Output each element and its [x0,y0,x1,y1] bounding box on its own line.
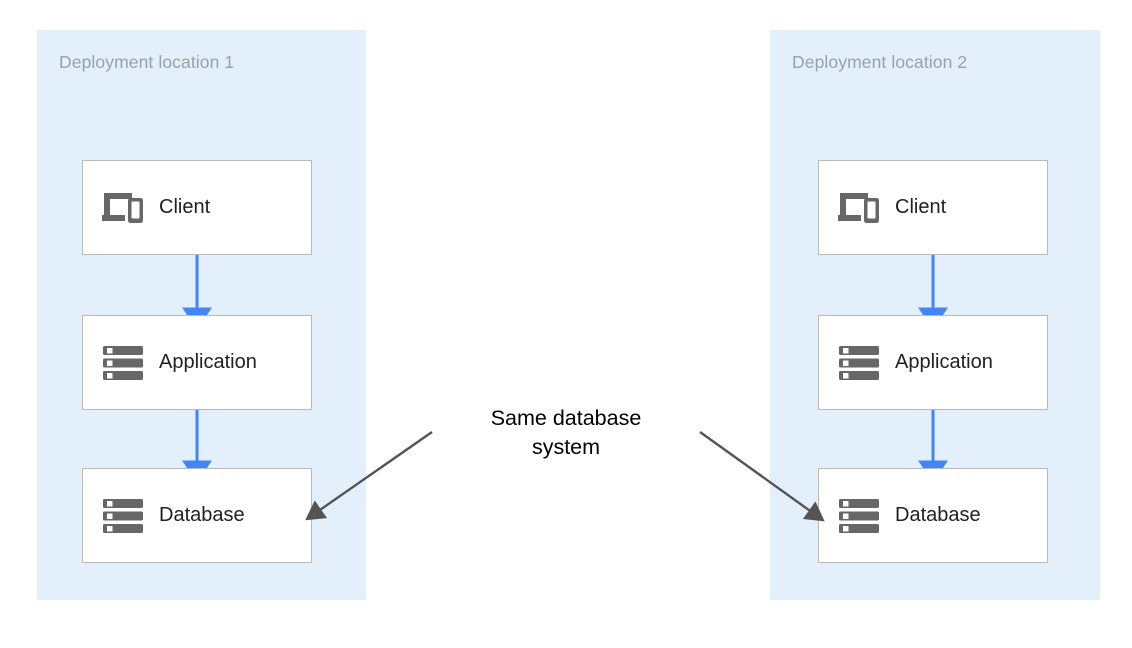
panel-2-node-application-label: Application [895,351,993,373]
panel-2-node-database[interactable]: Database [818,468,1048,563]
annotation-line-2: system [531,435,601,459]
panel-2-node-database-label: Database [895,504,981,526]
devices-icon [837,186,881,230]
deployment-location-2-panel: Deployment location 2 Client [770,30,1100,600]
panel-1-node-application-label: Application [159,351,257,373]
annotation-line-1: Same database [490,406,642,430]
panel-1-node-application[interactable]: Application [82,315,312,410]
panel-2-node-client[interactable]: Client [818,160,1048,255]
storage-icon [837,494,881,538]
same-database-system-annotation: Same database system [440,404,692,462]
deployment-location-1-panel: Deployment location 1 Client [37,30,366,600]
panel-1-node-client[interactable]: Client [82,160,312,255]
panel-1-node-client-label: Client [159,196,211,218]
panel-1-node-database-label: Database [159,504,245,526]
storage-icon [101,494,145,538]
panel-2-node-application[interactable]: Application [818,315,1048,410]
panel-1-title: Deployment location 1 [59,52,235,72]
panel-2-node-client-label: Client [895,196,947,218]
storage-icon [101,341,145,385]
panel-1-node-database[interactable]: Database [82,468,312,563]
storage-icon [837,341,881,385]
devices-icon [101,186,145,230]
panel-2-title: Deployment location 2 [792,52,968,72]
